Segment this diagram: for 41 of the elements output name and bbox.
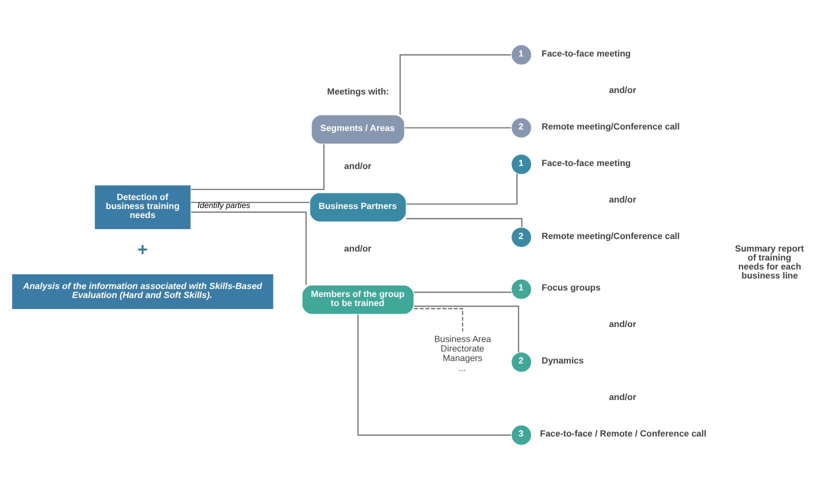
label: + <box>137 239 148 260</box>
connector <box>191 201 310 203</box>
connector <box>191 144 325 190</box>
connector <box>404 126 511 128</box>
label: Meetings with: <box>327 86 390 96</box>
label: and/or <box>608 194 636 204</box>
connector <box>400 54 512 114</box>
node-label: Face-to-face meeting <box>542 157 631 168</box>
node-circle: 1 <box>510 44 532 65</box>
node-circle: 1 <box>510 153 532 174</box>
node-circle: 2 <box>510 116 532 138</box>
node-circle: 2 <box>510 351 532 372</box>
node-label: Dynamics <box>542 355 584 366</box>
label: and/or <box>608 392 636 402</box>
edge-label: Identify parties <box>198 200 250 210</box>
label: and/or <box>608 84 636 94</box>
connector <box>414 305 520 352</box>
connector <box>414 291 512 292</box>
node-label: Face-to-face meeting <box>542 48 631 58</box>
node-box: Analysis of the information associated with Skills-Based Evaluation (Hard and Soft Skills). <box>11 272 274 310</box>
node-text: Business Area Directorate Managers ... <box>434 333 492 372</box>
node-circle: 3 <box>510 424 532 446</box>
node-box: Members of the group to be trained <box>302 284 414 314</box>
node-circle: 2 <box>510 226 532 248</box>
node-box: Business Partners <box>309 192 407 222</box>
node-box: Detection of business training needs <box>94 184 192 230</box>
node-label: Remote meeting/Conference call <box>542 230 680 240</box>
label: and/or <box>608 318 636 329</box>
node-circle: 1 <box>510 278 532 300</box>
node-box: Segments / Areas <box>310 114 405 144</box>
label: Summary report of training needs for each business line <box>735 243 804 280</box>
label: and/or <box>344 160 372 171</box>
label: and/or <box>344 243 372 254</box>
connector <box>191 211 307 284</box>
connector <box>406 173 518 204</box>
connector <box>406 218 522 227</box>
connector <box>357 314 512 436</box>
connector <box>414 308 464 331</box>
node-label: Focus groups <box>542 282 601 292</box>
node-label: Face-to-face / Remote / Conference call <box>540 428 706 438</box>
node-label: Remote meeting/Conference call <box>542 120 680 131</box>
